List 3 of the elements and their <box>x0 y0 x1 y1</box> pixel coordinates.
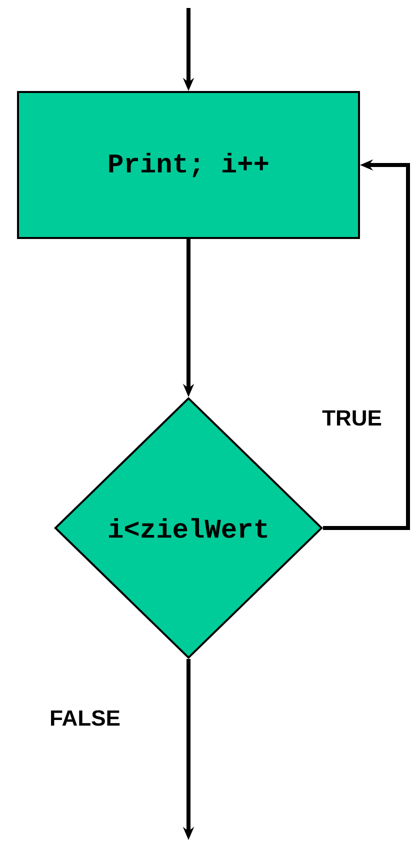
edge-label: TRUE <box>322 410 382 426</box>
process-box: Print; i++ <box>17 91 360 239</box>
edge-label: FALSE <box>51 710 120 726</box>
